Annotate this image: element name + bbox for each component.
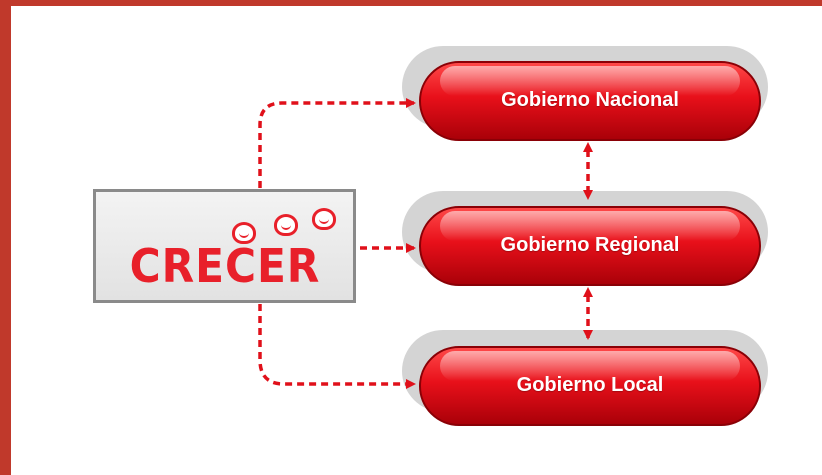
- connectors: [258, 98, 593, 389]
- crecer-logo-box: [93, 189, 356, 303]
- child-face-icon: [232, 222, 256, 244]
- label-gobierno-nacional: Gobierno Nacional: [501, 89, 679, 111]
- pill-gobierno-local: [419, 346, 761, 426]
- connector-to-nacional: [258, 98, 416, 188]
- crecer-logo-text: CRECER: [129, 239, 321, 293]
- frame-top-border: [0, 0, 822, 6]
- frame-left-border: [0, 0, 11, 475]
- child-face-icon: [274, 214, 298, 236]
- label-gobierno-regional: Gobierno Regional: [500, 234, 680, 256]
- child-face-icon: [312, 208, 336, 230]
- pill-gobierno-nacional: [419, 61, 761, 141]
- connector-to-local: [258, 304, 416, 389]
- label-gobierno-local: Gobierno Local: [516, 374, 664, 396]
- pill-gobierno-regional: [419, 206, 761, 286]
